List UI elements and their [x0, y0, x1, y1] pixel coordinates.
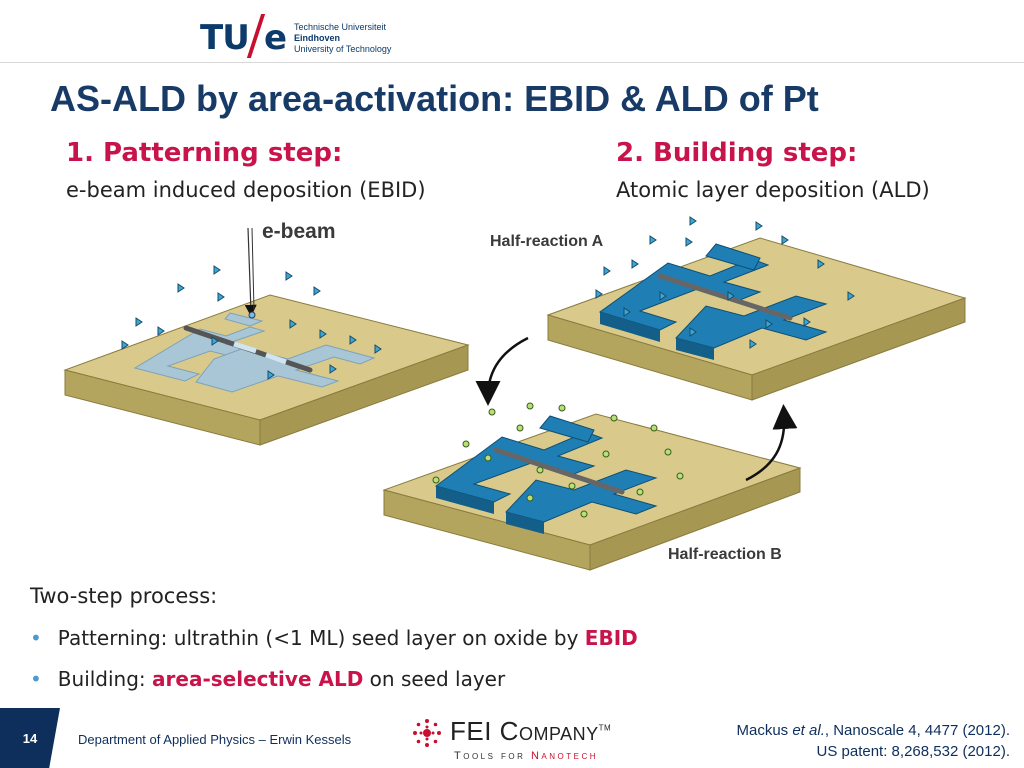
half-reaction-b-label: Half-reaction B: [668, 546, 782, 563]
ald-molecules-b: [432, 402, 684, 518]
header-divider: [0, 62, 1024, 63]
bullet-building-prefix: Building:: [57, 667, 153, 691]
ebeam-label: e-beam: [262, 220, 336, 243]
bullet-patterning-text: Patterning: ultrathin (<1 ML) seed layer…: [57, 626, 585, 650]
ebid-precursor-molecules: [121, 265, 382, 380]
ald-molecules-a: [595, 216, 855, 349]
logo-line-2: Eindhoven: [294, 33, 341, 43]
ebeam-indicator: [244, 227, 257, 319]
bullet-building-highlight: area-selective ALD: [152, 667, 364, 691]
ref-journal: , Nanoscale 4, 4477 (2012).: [824, 722, 1010, 739]
bullet-dot-icon: •: [30, 667, 42, 691]
process-heading: Two-step process:: [30, 584, 218, 608]
fei-tagline-prefix: Tools for: [454, 750, 531, 762]
logo-slash-icon: [246, 14, 266, 58]
logo-e-text: e: [264, 18, 288, 58]
step2-subtitle: Atomic layer deposition (ALD): [616, 178, 930, 202]
fei-name-text: FEI CompanyTM: [450, 716, 611, 747]
cycle-arrow-up-icon: [745, 404, 798, 482]
logo-line-1: Technische Universiteit: [294, 22, 387, 32]
bullet-patterning: • Patterning: ultrathin (<1 ML) seed laye…: [30, 626, 638, 650]
ald-nanowire-a: [657, 273, 793, 321]
fei-name-label: FEI Company: [450, 716, 599, 746]
ref-author: Mackus: [736, 722, 793, 739]
process-diagram: e-beam Half-reaction A: [63, 216, 967, 571]
fei-tagline: Tools for Nanotech: [454, 750, 598, 762]
bullet-dot-icon: •: [30, 626, 42, 650]
page-title: AS-ALD by area-activation: EBID & ALD of…: [50, 78, 819, 119]
ald-pt-structure-a: [598, 243, 828, 360]
reference-line-2: US patent: 8,268,532 (2012).: [816, 743, 1010, 760]
reference-line-1: Mackus et al., Nanoscale 4, 4477 (2012).: [736, 722, 1010, 739]
slide-number: 14: [0, 708, 60, 768]
bullet-building-suffix: on seed layer: [363, 667, 506, 691]
logo-line-3: University of Technology: [294, 44, 392, 54]
fei-tagline-highlight: Nanotech: [530, 750, 599, 762]
ref-etal: et al.: [792, 722, 825, 739]
ebid-nanowire: [183, 325, 313, 373]
fei-trademark: TM: [598, 723, 612, 733]
logo-university-name: Technische Universiteit Eindhoven Univer…: [294, 22, 391, 55]
bullet-patterning-highlight: EBID: [584, 626, 638, 650]
logo-tu-text: TU: [200, 18, 250, 58]
footer-department: Department of Applied Physics – Erwin Ke…: [78, 732, 352, 747]
step2-heading: 2. Building step:: [616, 138, 858, 168]
ald-nanowire-b: [493, 447, 625, 495]
step1-heading: 1. Patterning step:: [66, 138, 343, 168]
bullet-building: • Building: area-selective ALD on seed la…: [30, 667, 505, 691]
tue-logo: TU e Technische Universiteit Eindhoven U…: [200, 14, 430, 60]
ald-pt-structure-b: [434, 415, 658, 534]
fei-company-logo: FEI CompanyTM Tools for Nanotech: [410, 714, 650, 764]
step1-subtitle: e-beam induced deposition (EBID): [66, 178, 426, 202]
cycle-arrow-down-icon: [475, 336, 529, 406]
fei-starburst-icon: [413, 719, 441, 747]
half-reaction-a-label: Half-reaction A: [490, 233, 604, 250]
